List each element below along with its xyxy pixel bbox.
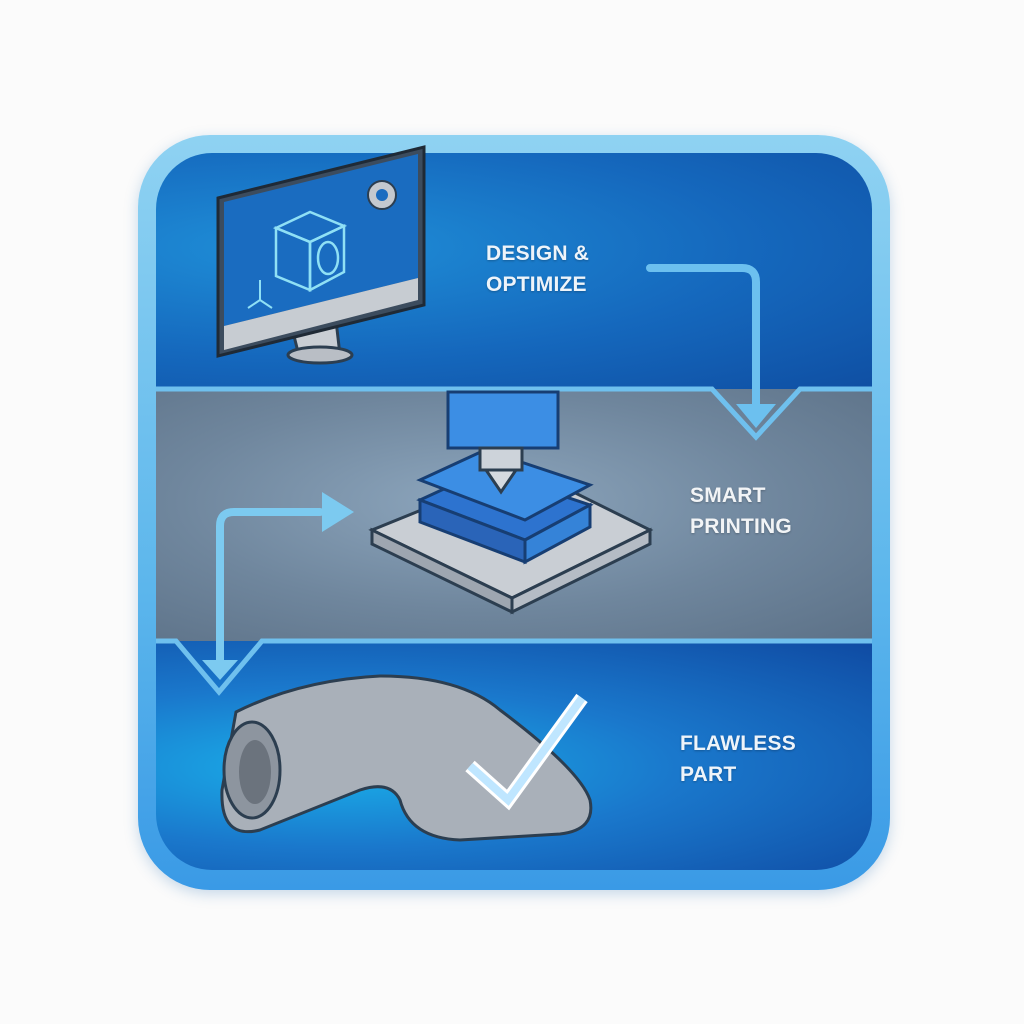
- label-line: PART: [680, 763, 737, 786]
- step-design-label: DESIGN & OPTIMIZE: [486, 238, 589, 300]
- divider-bottom: [156, 638, 872, 696]
- label-line: FLAWLESS: [680, 732, 796, 755]
- label-line: PRINTING: [690, 515, 792, 538]
- computer-monitor-icon: [216, 145, 426, 365]
- arrow-design-to-printing-icon: [646, 264, 776, 428]
- arrow-printing-to-part-icon: [202, 492, 354, 680]
- label-line: DESIGN &: [486, 242, 590, 265]
- gear-icon: [367, 180, 397, 210]
- label-line: OPTIMIZE: [486, 273, 587, 296]
- 3d-printer-icon: [368, 390, 654, 615]
- checkmark-icon: [465, 693, 588, 811]
- step-printing-label: SMART PRINTING: [690, 480, 792, 542]
- divider-top: [156, 386, 872, 441]
- step-part-label: FLAWLESS PART: [680, 728, 796, 790]
- axis-icon: [247, 280, 273, 309]
- label-line: SMART: [690, 484, 766, 507]
- cad-cube-icon: [272, 210, 348, 293]
